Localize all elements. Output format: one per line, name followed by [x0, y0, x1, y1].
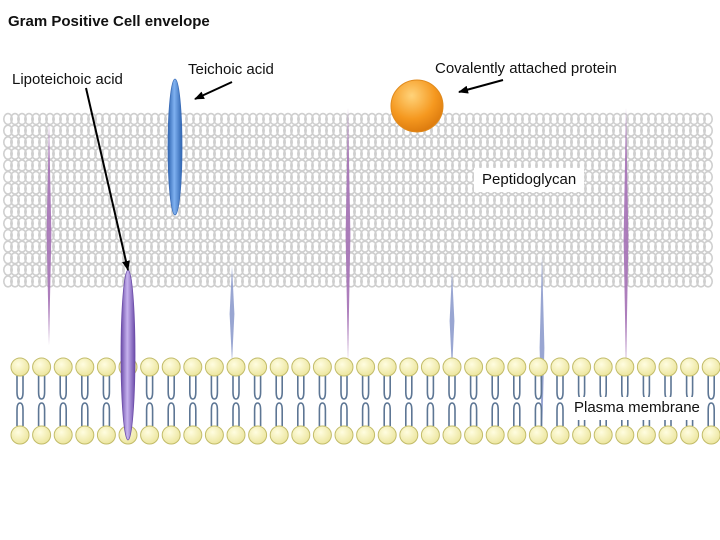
phospholipid: [248, 357, 268, 445]
phospholipid: [10, 357, 30, 445]
covalently-attached-protein: [390, 79, 444, 133]
phospholipid: [291, 357, 311, 445]
phospholipid: [485, 357, 505, 445]
peptidoglycan-strand: [3, 112, 713, 126]
teichoic-acid-molecule: [167, 78, 183, 216]
phospholipid: [32, 357, 52, 445]
phospholipid: [528, 357, 548, 445]
covalently-attached-protein-label: Covalently attached protein: [435, 60, 617, 77]
peptidoglycan-strand: [3, 252, 713, 265]
phospholipid: [507, 357, 527, 445]
wall-strand: [229, 266, 235, 362]
phospholipid: [550, 357, 570, 445]
diagram-title: Gram Positive Cell envelope: [8, 13, 210, 30]
peptidoglycan-strand: [3, 124, 713, 137]
peptidoglycan-strand: [3, 147, 713, 161]
phospholipid: [399, 357, 419, 445]
phospholipid: [140, 357, 160, 445]
wall-strands: [46, 108, 629, 440]
phospholipid: [226, 357, 246, 445]
phospholipid: [96, 357, 116, 445]
phospholipid: [464, 357, 484, 445]
phospholipid: [420, 357, 440, 445]
phospholipid: [53, 357, 73, 445]
phospholipid: [334, 357, 354, 445]
phospholipid: [183, 357, 203, 445]
peptidoglycan-label: Peptidoglycan: [474, 168, 585, 192]
phospholipid: [312, 357, 332, 445]
peptidoglycan-layer: [3, 112, 713, 288]
wall-strand: [449, 272, 455, 370]
lipoteichoic-acid-label: Lipoteichoic acid: [12, 71, 123, 88]
peptidoglycan-strand: [3, 170, 713, 184]
peptidoglycan-strand: [3, 263, 713, 276]
phospholipid: [701, 357, 720, 445]
phospholipid: [356, 357, 376, 445]
lipoteichoic-acid-arrow: [85, 87, 130, 271]
peptidoglycan-strand: [3, 136, 713, 149]
peptidoglycan-strand: [3, 205, 713, 219]
phospholipid: [161, 357, 181, 445]
phospholipid: [658, 357, 678, 445]
phospholipid: [75, 357, 95, 445]
peptidoglycan-strand: [3, 159, 713, 172]
phospholipid: [204, 357, 224, 445]
phospholipid: [442, 357, 462, 445]
peptidoglycan-strand: [3, 240, 713, 253]
phospholipid: [680, 357, 700, 445]
phospholipid: [269, 357, 289, 445]
protein-arrow: [458, 79, 504, 94]
peptidoglycan-strand: [3, 228, 713, 242]
wall-strand: [623, 108, 629, 370]
phospholipid: [377, 357, 397, 445]
teichoic-acid-label: Teichoic acid: [188, 61, 274, 78]
lipoteichoic-acid-molecule: [120, 269, 136, 441]
plasma-membrane-label: Plasma membrane: [568, 397, 706, 420]
wall-strand: [46, 122, 52, 345]
peptidoglycan-strand: [3, 217, 713, 230]
teichoic-acid-arrow: [194, 81, 233, 100]
peptidoglycan-strand: [3, 275, 713, 288]
wall-strand: [345, 108, 351, 362]
